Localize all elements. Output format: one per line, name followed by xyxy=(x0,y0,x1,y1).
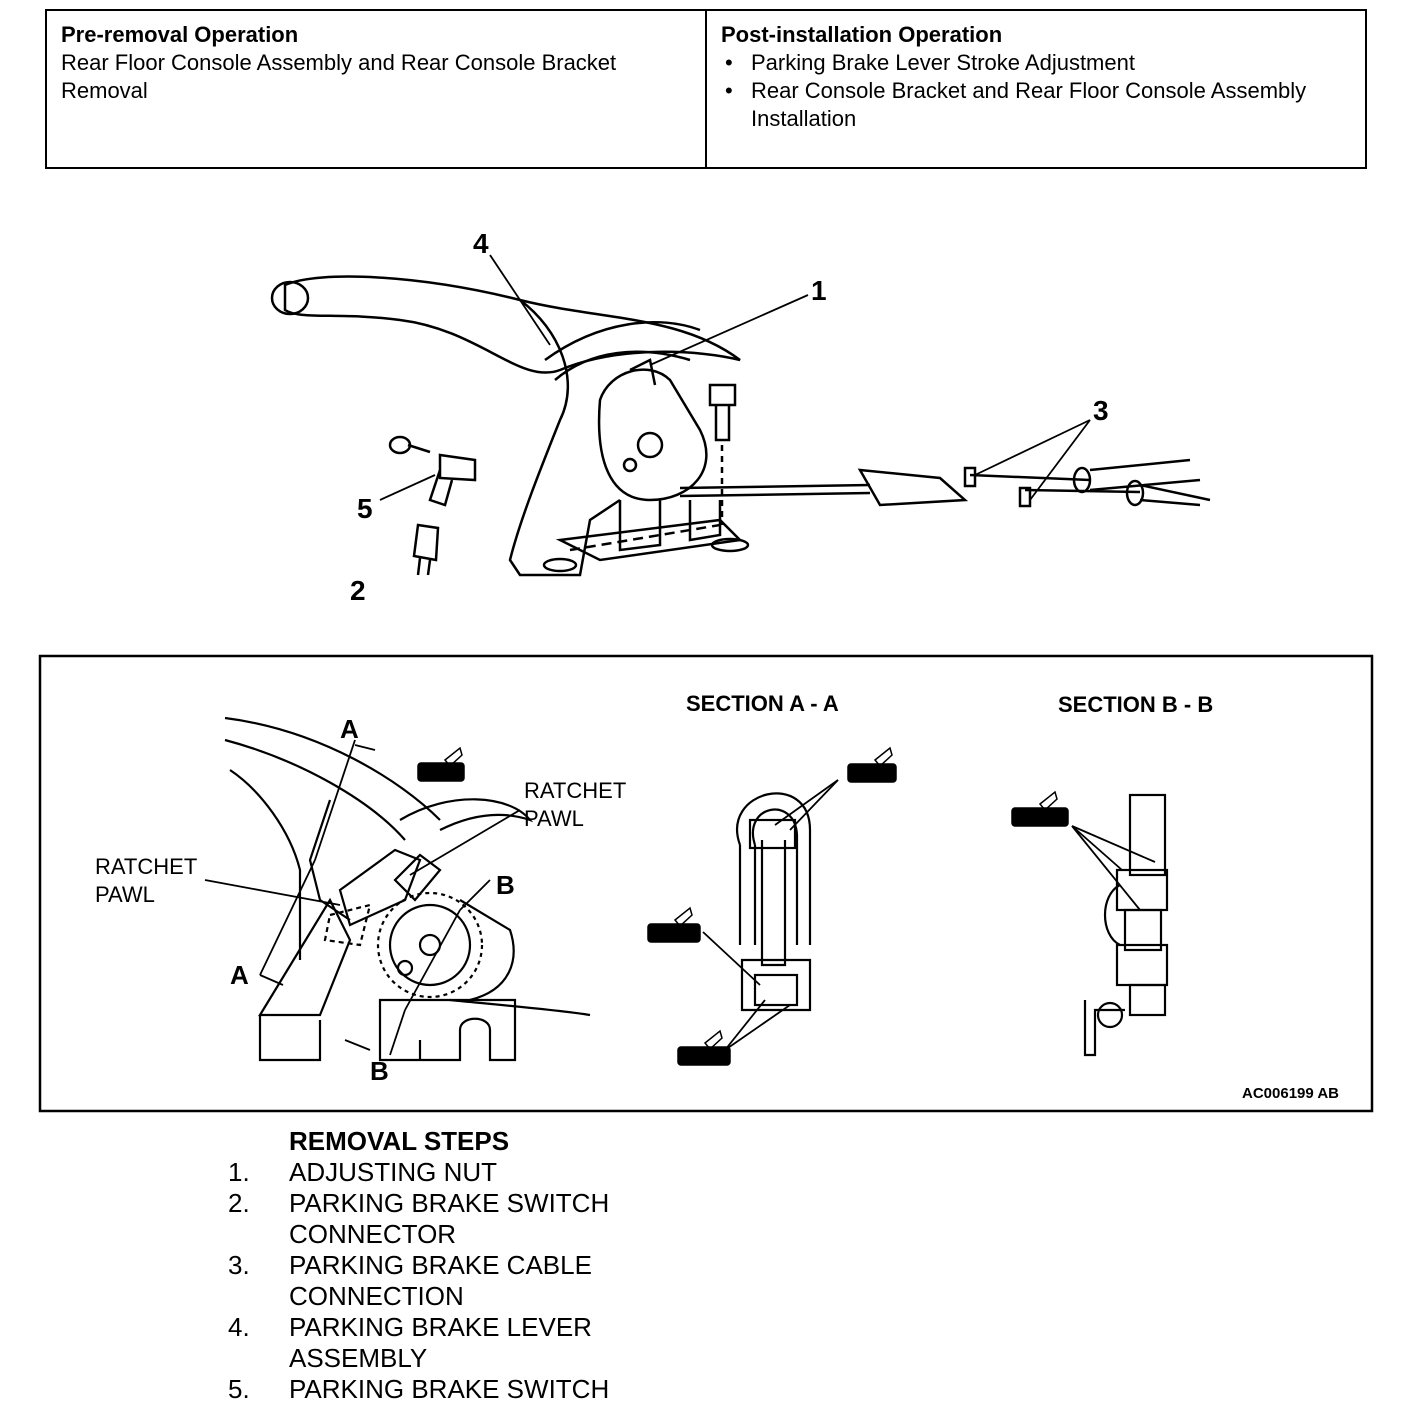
removal-step: 1. ADJUSTING NUT xyxy=(228,1157,748,1188)
section-marker-a-top: A xyxy=(340,714,359,744)
post-installation-heading: Post-installation Operation xyxy=(721,22,1003,47)
grease-icon xyxy=(647,906,701,943)
removal-steps-title: REMOVAL STEPS xyxy=(289,1126,510,1156)
grease-icon xyxy=(847,746,897,783)
ratchet-pawl-label-right-line1: RATCHET xyxy=(524,778,626,803)
step-line: ADJUSTING NUT xyxy=(289,1157,497,1187)
post-installation-column: Post-installation Operation Parking Brak… xyxy=(705,11,1365,167)
removal-step: 4. PARKING BRAKE LEVER ASSEMBLY xyxy=(228,1312,748,1374)
step-number: 2. xyxy=(228,1188,250,1218)
post-installation-item: Parking Brake Lever Stroke Adjustment xyxy=(721,49,1351,77)
step-text: PARKING BRAKE LEVER ASSEMBLY xyxy=(289,1312,748,1374)
callout-5: 5 xyxy=(357,493,373,524)
grease-icon xyxy=(417,746,465,782)
figure-code: AC006199 AB xyxy=(1242,1085,1339,1102)
post-installation-item: Rear Console Bracket and Rear Floor Cons… xyxy=(721,77,1351,133)
removal-step: 5. PARKING BRAKE SWITCH xyxy=(228,1374,748,1405)
step-line: PARKING BRAKE SWITCH xyxy=(289,1374,610,1404)
callout-2: 2 xyxy=(350,575,366,606)
removal-steps: REMOVAL STEPS 1. ADJUSTING NUT 2. PARKIN… xyxy=(228,1126,748,1405)
section-marker-a-bottom: A xyxy=(230,960,249,990)
section-marker-b-bottom: B xyxy=(370,1056,389,1086)
step-text: PARKING BRAKE SWITCH CONNECTOR xyxy=(289,1188,748,1250)
step-line: ASSEMBLY xyxy=(289,1343,428,1373)
section-marker-b-right: B xyxy=(496,870,515,900)
step-number: 3. xyxy=(228,1250,250,1280)
step-text: ADJUSTING NUT xyxy=(289,1157,748,1188)
section-b-title: SECTION B - B xyxy=(1058,692,1213,717)
pre-removal-column: Pre-removal Operation Rear Floor Console… xyxy=(47,11,705,167)
operations-table: Pre-removal Operation Rear Floor Console… xyxy=(45,9,1367,169)
step-text: PARKING BRAKE CABLE CONNECTION xyxy=(289,1250,748,1312)
callout-1: 1 xyxy=(811,275,827,306)
step-text: PARKING BRAKE SWITCH xyxy=(289,1374,748,1405)
pre-removal-text: Rear Floor Console Assembly and Rear Con… xyxy=(61,50,617,103)
ratchet-pawl-label-left-line2: PAWL xyxy=(95,882,155,907)
step-line: PARKING BRAKE LEVER xyxy=(289,1312,592,1342)
step-line: CONNECTION xyxy=(289,1281,464,1311)
grease-icon xyxy=(1011,790,1069,827)
step-line: PARKING BRAKE CABLE xyxy=(289,1250,592,1280)
exploded-view-illustration: 4 1 3 5 2 xyxy=(270,228,1211,606)
callout-3: 3 xyxy=(1093,395,1109,426)
step-number: 4. xyxy=(228,1312,250,1342)
grease-icon xyxy=(677,1029,731,1066)
removal-step: 3. PARKING BRAKE CABLE CONNECTION xyxy=(228,1250,748,1312)
step-number: 1. xyxy=(228,1157,250,1187)
ratchet-pawl-label-right-line2: PAWL xyxy=(524,806,584,831)
callout-4: 4 xyxy=(473,228,489,259)
lever-handle-drawing xyxy=(283,275,741,374)
section-a-title: SECTION A - A xyxy=(686,691,839,716)
post-installation-list: Parking Brake Lever Stroke Adjustment Re… xyxy=(721,49,1351,133)
step-line: CONNECTOR xyxy=(289,1219,457,1249)
pre-removal-heading: Pre-removal Operation xyxy=(61,22,299,47)
step-line: PARKING BRAKE SWITCH xyxy=(289,1188,610,1218)
ratchet-pawl-label-left-line1: RATCHET xyxy=(95,854,197,879)
step-number: 5. xyxy=(228,1374,250,1404)
detail-view-frame xyxy=(38,654,1374,1113)
removal-step: 2. PARKING BRAKE SWITCH CONNECTOR xyxy=(228,1188,748,1250)
